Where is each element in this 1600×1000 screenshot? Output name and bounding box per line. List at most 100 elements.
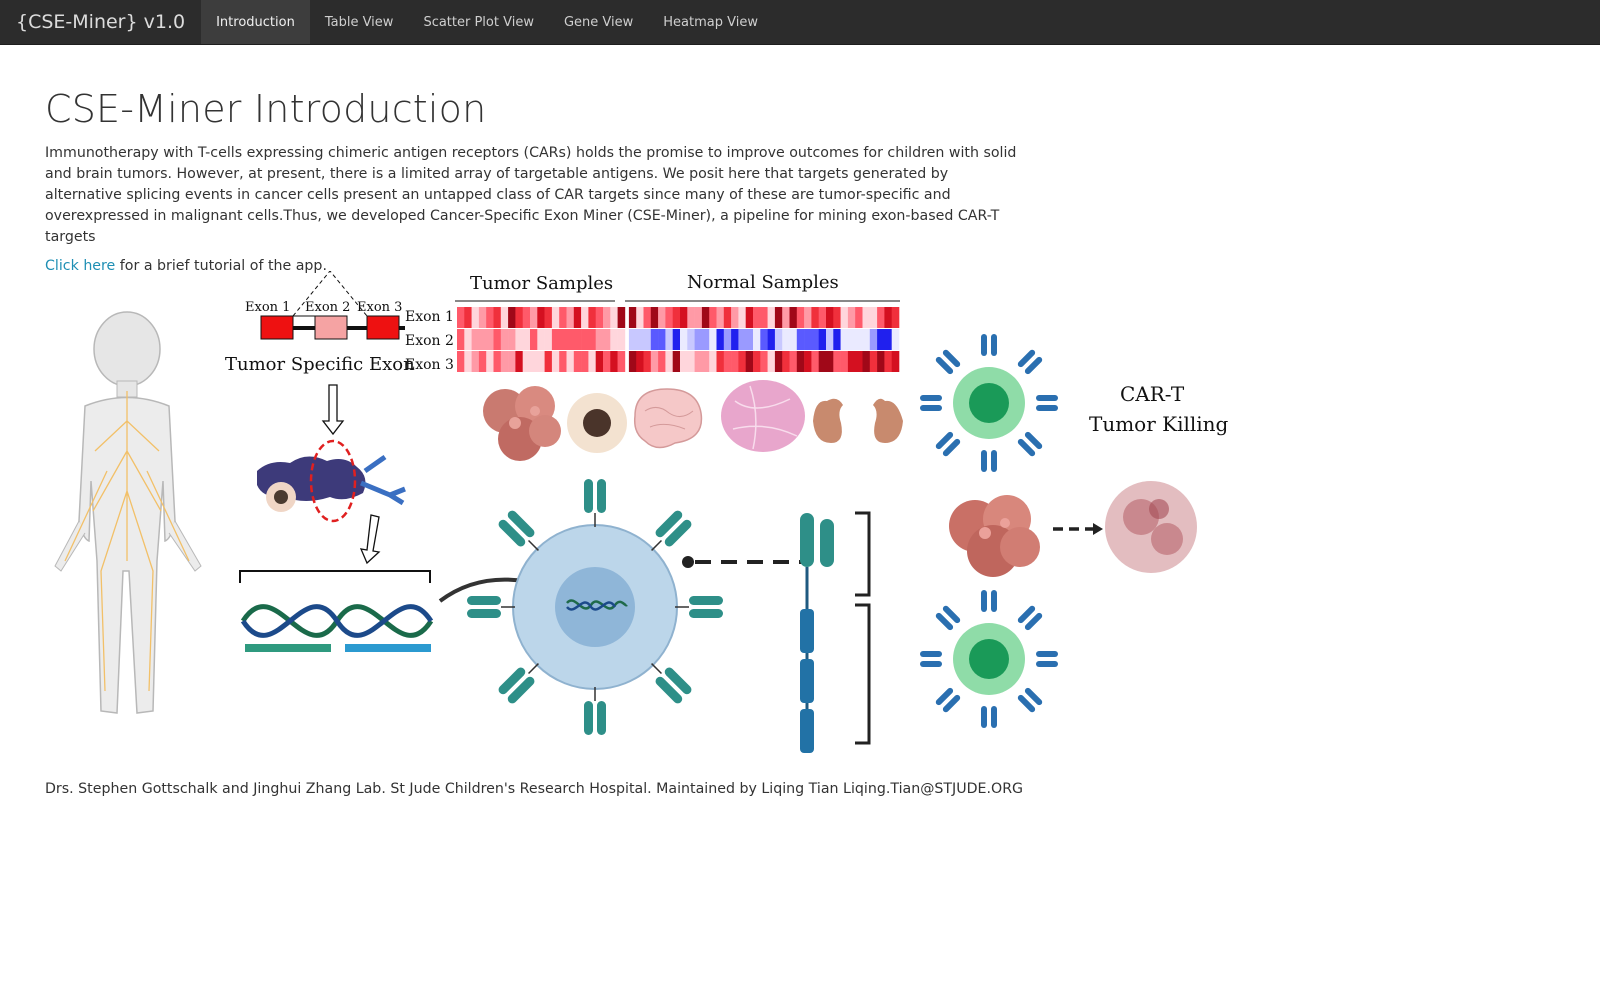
heatmap-cell: [855, 329, 863, 350]
heatmap-cell: [716, 351, 725, 372]
heatmap-cell: [628, 307, 637, 328]
intro-paragraph: Immunotherapy with T-cells expressing ch…: [45, 145, 1017, 245]
heatmap-cell: [731, 329, 739, 350]
heatmap-cell: [566, 329, 575, 350]
heatmap-cell: [650, 329, 659, 350]
green-t-cells: [920, 334, 1058, 728]
tutorial-link[interactable]: Click here: [45, 258, 116, 274]
pipeline-illustration: Exon 1 Exon 2 Exon 3 Tumor Specific Exon: [54, 270, 1229, 753]
heatmap-cell: [709, 329, 717, 350]
heatmap-cell: [891, 307, 900, 328]
heatmap-cell: [804, 329, 812, 350]
heatmap-cell: [522, 307, 531, 328]
heatmap-cell: [782, 351, 790, 372]
heatmap-cell: [672, 307, 681, 328]
heatmap-cell: [471, 329, 480, 350]
heatmap-cell: [753, 307, 761, 328]
heatmap-cell: [753, 329, 761, 350]
exon-heatmap: [457, 307, 900, 372]
heatmap-cell: [811, 329, 819, 350]
car-t-cell-illustration: [438, 479, 805, 735]
heatmap-cell: [884, 329, 892, 350]
t-cell-icon: [920, 334, 1058, 472]
car-receptor-icon: [651, 510, 692, 551]
tumor-tissue-icon: [483, 386, 561, 461]
heatmap-cell: [603, 329, 611, 350]
heatmap-cell: [840, 329, 849, 350]
heatmap-cell: [500, 351, 509, 372]
heatmap-cell: [818, 351, 827, 372]
heatmap-cell: [537, 307, 545, 328]
heatmap-cell: [457, 351, 465, 372]
heatmap-cell: [731, 307, 739, 328]
heatmap-cell: [493, 329, 502, 350]
tab-scatter-plot-view[interactable]: Scatter Plot View: [423, 14, 534, 30]
app-brand[interactable]: {CSE-Miner} v1.0: [16, 11, 186, 33]
heatmap-cell: [530, 351, 538, 372]
heatmap-cell: [745, 307, 754, 328]
heatmap-cell: [840, 351, 849, 372]
heatmap-cell: [753, 351, 761, 372]
car-receptor-icon: [675, 596, 723, 618]
heatmap-cell: [650, 351, 659, 372]
heatmap-cell: [738, 307, 746, 328]
heatmap-cell: [566, 351, 575, 372]
heatmap-row-exon3: Exon 3: [405, 357, 454, 373]
heatmap-cell: [643, 329, 652, 350]
heatmap-cell: [636, 351, 644, 372]
heatmap-cell: [530, 329, 538, 350]
heatmap-cell: [478, 307, 487, 328]
kidney-icon: [813, 398, 903, 443]
heatmap-cell: [716, 307, 725, 328]
heatmap-cell: [658, 351, 666, 372]
heatmap-cell: [665, 351, 673, 372]
heatmap-cell: [738, 329, 746, 350]
heatmap-cell: [559, 351, 567, 372]
heatmap-cell: [650, 307, 659, 328]
heatmap-cell: [537, 351, 545, 372]
heatmap-cell: [833, 351, 841, 372]
heatmap-cell: [500, 329, 509, 350]
heatmap-cell: [789, 329, 798, 350]
tab-heatmap-view[interactable]: Heatmap View: [663, 14, 758, 30]
exon-structure: Exon 1 Exon 2 Exon 3 Tumor Specific Exon: [225, 270, 415, 375]
heatmap-cell: [508, 307, 516, 328]
car-t-killing-illustration: CAR-T Tumor Killing: [920, 334, 1229, 728]
heatmap-cell: [559, 307, 567, 328]
heatmap-cell: [723, 307, 732, 328]
heatmap-cell: [877, 307, 885, 328]
heatmap-cell: [767, 307, 776, 328]
heatmap-cell: [891, 351, 900, 372]
killed-tumor-icon: [1105, 481, 1197, 573]
heatmap-cell: [877, 329, 885, 350]
heatmap-cell: [658, 307, 666, 328]
exon2-label: Exon 2: [305, 300, 350, 315]
heatmap-cell: [694, 329, 703, 350]
heatmap-cell: [694, 351, 703, 372]
heatmap-cell: [617, 307, 626, 328]
heatmap-cell: [855, 307, 863, 328]
tumor-specific-exon-label: Tumor Specific Exon: [225, 354, 415, 375]
down-arrows: [321, 384, 381, 565]
protein-antibody-illustration: [257, 439, 406, 523]
heatmap-cell: [672, 351, 681, 372]
tab-introduction[interactable]: Introduction: [201, 0, 310, 44]
heatmap-cell: [515, 351, 523, 372]
heatmap-cell: [862, 351, 871, 372]
tab-table-view[interactable]: Table View: [324, 14, 394, 30]
heatmap-cell: [478, 329, 487, 350]
tab-gene-view[interactable]: Gene View: [563, 14, 634, 30]
heatmap-cell: [603, 351, 611, 372]
heatmap-cell: [486, 307, 494, 328]
tutorial-text: for a brief tutorial of the app.: [115, 258, 327, 274]
exon3-label: Exon 3: [357, 300, 402, 315]
heatmap-cell: [581, 329, 589, 350]
heatmap-cell: [603, 307, 611, 328]
dna-illustration: [239, 570, 434, 652]
heatmap-cell: [643, 351, 652, 372]
heatmap-cell: [877, 351, 885, 372]
car-receptor-icon: [651, 663, 692, 704]
tutorial-line: Click here for a brief tutorial of the a…: [45, 258, 1545, 274]
heatmap-cell: [493, 307, 502, 328]
heatmap-cell: [694, 307, 703, 328]
